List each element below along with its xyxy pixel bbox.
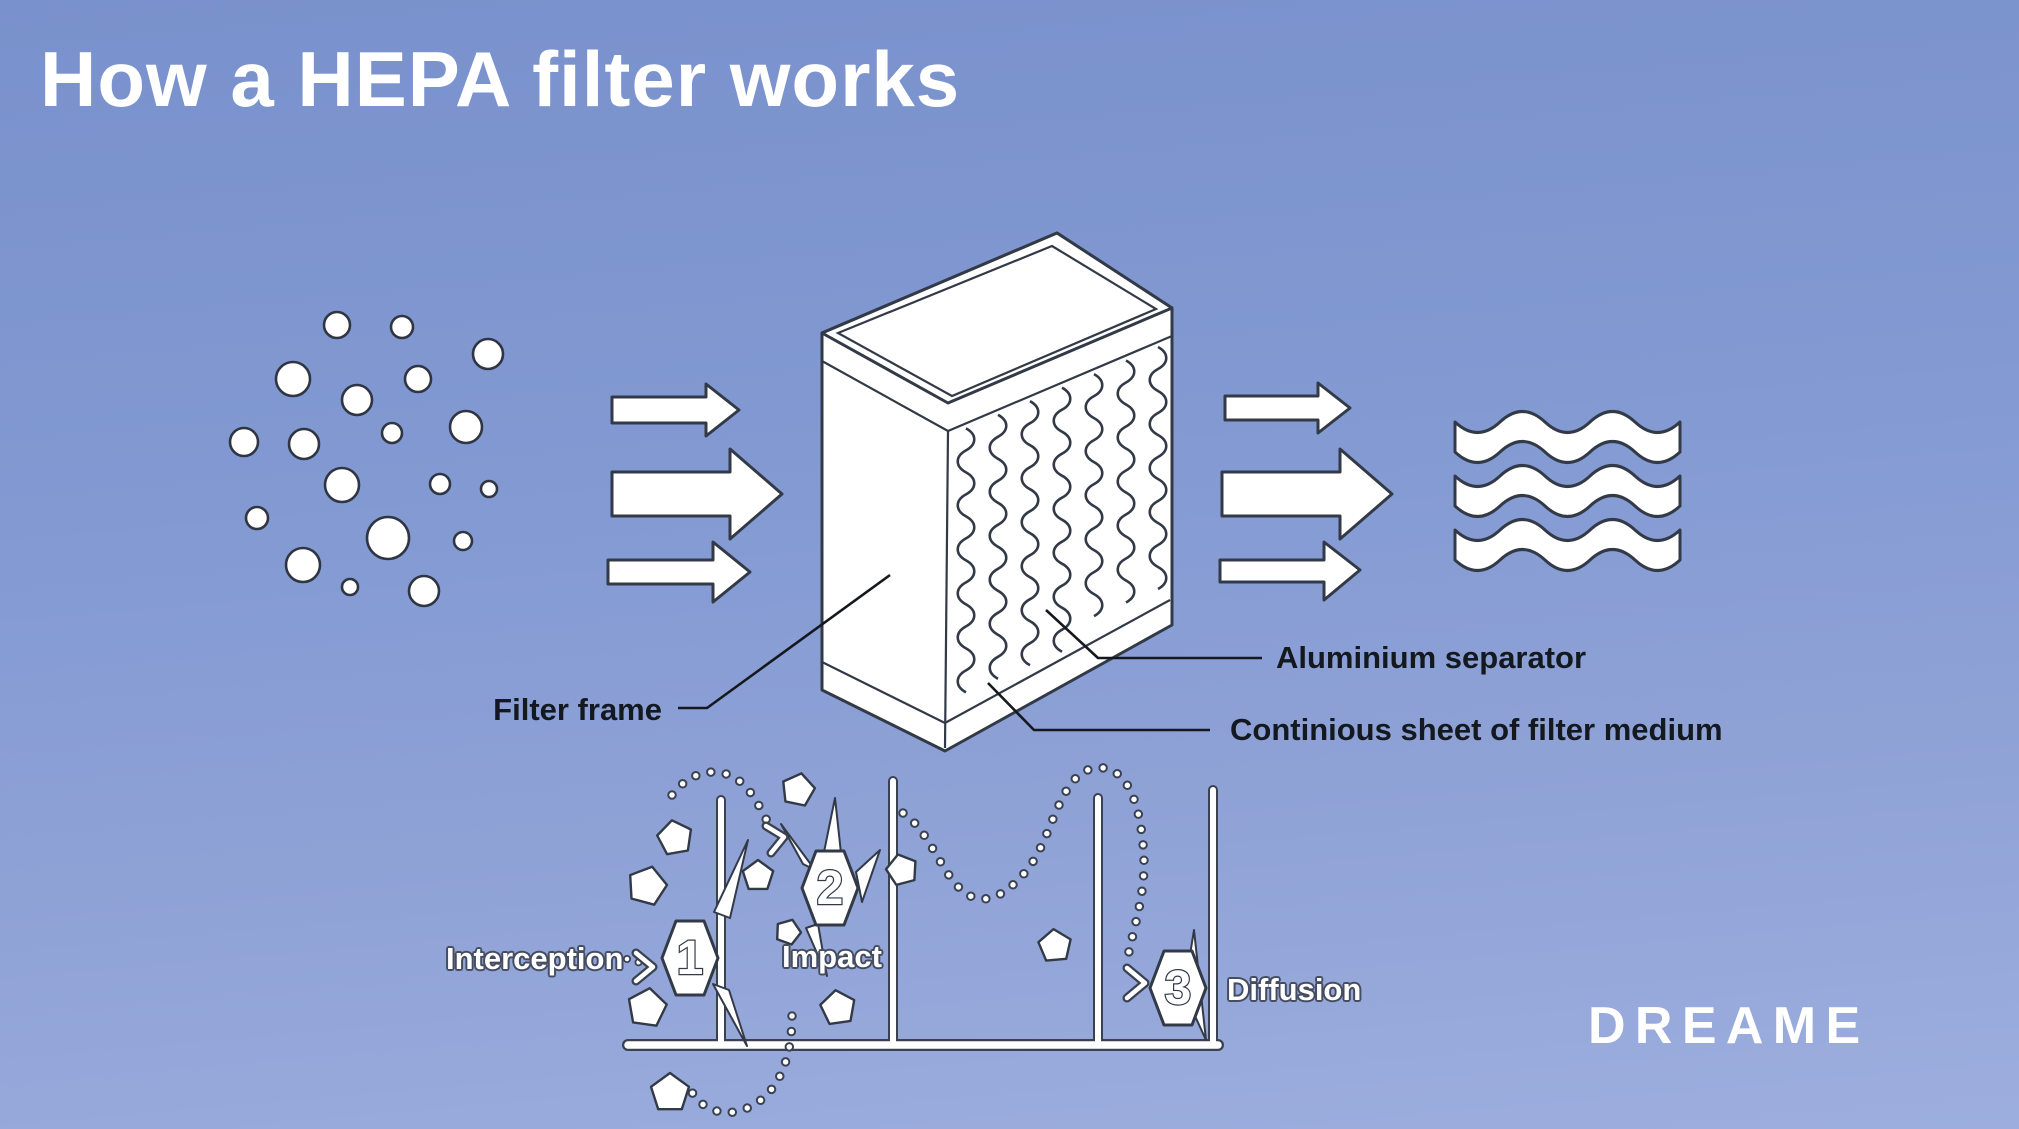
mechanism-markers: 1 2 3 (660, 849, 1208, 1027)
filter-medium-waves (956, 345, 1168, 694)
filter-fibers (622, 776, 1224, 1051)
mechanism-label-interception: Interception (446, 941, 624, 976)
arrow-right-icon (1223, 381, 1352, 435)
airflow-out-arrows (1218, 381, 1394, 602)
pentagon-particles (627, 772, 1072, 1111)
clean-air-waves-icon (1453, 410, 1682, 572)
mechanism-label-diffusion: Diffusion (1227, 972, 1362, 1007)
airflow-in-arrows (606, 382, 784, 604)
hepa-filter-box (820, 231, 1174, 753)
hexagon-marker-3 (1148, 949, 1208, 1027)
filter-box-top-inset (835, 244, 1159, 398)
filter-box-top-face (820, 231, 1174, 405)
hexagon-marker-1 (660, 919, 720, 997)
page-title: How a HEPA filter works (40, 35, 961, 123)
filter-box-front-edge (943, 430, 950, 749)
brand-logo: DREAME (1588, 997, 1870, 1055)
mechanism-number-3: 3 (1165, 962, 1192, 1015)
particle-trajectories (623, 763, 1149, 1118)
hexagon-marker-2 (800, 849, 860, 927)
mechanism-label-impact: Impact (782, 939, 882, 974)
mechanism-number-2: 2 (817, 862, 844, 915)
direction-chevrons (631, 821, 1150, 1003)
label-leader-lines (678, 573, 1262, 732)
arrow-right-icon (610, 447, 784, 541)
filter-medium-leader (987, 682, 1210, 732)
impact-shards (712, 797, 1207, 1047)
arrow-right-icon (610, 382, 741, 438)
aluminium-separator-label: Aluminium separator (1276, 640, 1587, 675)
capture-mechanisms-diagram: 1 2 3 (622, 763, 1224, 1118)
arrow-right-icon (1220, 447, 1394, 541)
mechanism-number-1: 1 (677, 932, 704, 985)
arrow-right-icon (1218, 540, 1362, 602)
filter-frame-leader (678, 573, 891, 710)
arrow-right-icon (606, 540, 752, 604)
filter-frame-label: Filter frame (493, 692, 662, 727)
dust-particles-icon (228, 310, 505, 608)
filter-medium-label: Continious sheet of filter medium (1230, 712, 1723, 747)
aluminium-separator-leader (1045, 609, 1262, 660)
